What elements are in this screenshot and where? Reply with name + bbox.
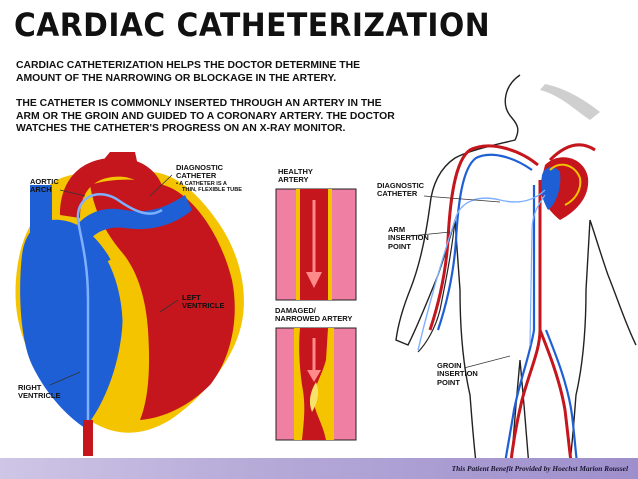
catheter-note-line-1: • A CATHETER IS A xyxy=(176,180,227,187)
heart-illustration xyxy=(15,152,244,456)
right-heart-blue xyxy=(20,219,123,428)
body-diag-cath-line-2: CATHETER xyxy=(377,189,418,199)
shoulder-shadow xyxy=(540,84,600,120)
arm-insertion-line-1: ARM xyxy=(388,225,406,234)
body-leader-lines xyxy=(409,195,511,369)
body-illustration xyxy=(395,74,637,479)
body-outline xyxy=(395,74,637,479)
damaged-artery-line-2: NARROWED ARTERY xyxy=(275,314,353,324)
catheter-note-line-2: THIN, FLEXIBLE TUBE xyxy=(182,187,242,194)
damaged-artery-line-1: DAMAGED/ xyxy=(275,306,316,315)
damaged-artery xyxy=(275,327,357,441)
groin-insertion-line-3: POINT xyxy=(437,377,460,387)
left-arm-outline xyxy=(417,219,456,353)
damaged-artery-label: DAMAGED/ NARROWED ARTERY xyxy=(275,306,353,324)
intro-paragraph: CARDIAC CATHETERIZATION HELPS THE DOCTOR… xyxy=(16,60,361,84)
body-diag-cath-line-1: DIAGNOSTIC xyxy=(377,181,425,190)
left-heart-red xyxy=(90,179,235,420)
groin-insertion-label: GROIN INSERTION POINT xyxy=(437,361,478,387)
aortic-arch-label: AORTIC ARCH xyxy=(30,177,59,195)
healthy-artery-label: HEALTHY ARTERY xyxy=(278,167,313,185)
vena-cava xyxy=(30,185,52,255)
healthy-artery-line-2: ARTERY xyxy=(278,175,309,185)
heart-diag-cath-line-1: DIAGNOSTIC xyxy=(176,163,224,172)
descending-vessel xyxy=(83,420,93,456)
body-diagnostic-catheter-label: DIAGNOSTIC CATHETER xyxy=(377,181,425,199)
heart-diag-cath-line-2: CATHETER xyxy=(176,171,217,181)
heart-diagnostic-catheter-label: DIAGNOSTIC CATHETER • A CATHETER IS A TH… xyxy=(176,163,242,194)
left-ventricle-line-1: LEFT xyxy=(182,293,201,302)
healthy-artery xyxy=(275,188,357,301)
healthy-artery-line-1: HEALTHY xyxy=(278,167,313,176)
groin-insertion-line-2: INSERTION xyxy=(437,369,478,379)
footer-bar: This Patient Benefit Provided by Hoechst… xyxy=(0,458,638,479)
groin-insertion-line-1: GROIN xyxy=(437,361,462,370)
septum xyxy=(107,258,128,371)
top-red-vessel xyxy=(95,152,140,175)
body-arteries xyxy=(428,143,596,471)
heart-catheter xyxy=(76,193,163,455)
arm-insertion-line-2: INSERTION xyxy=(388,233,429,243)
right-ventricle-label: RIGHT VENTRICLE xyxy=(18,383,61,401)
heart-leader-lines xyxy=(49,174,179,386)
arm-insertion-line-3: POINT xyxy=(388,241,411,251)
page-title: CARDIAC CATHETERIZATION xyxy=(14,6,491,44)
right-ventricle-line-1: RIGHT xyxy=(18,383,42,392)
pulmonary-artery xyxy=(68,195,192,250)
aortic-arch-label-line-1: AORTIC xyxy=(30,177,59,186)
left-ventricle-label: LEFT VENTRICLE xyxy=(182,293,225,311)
body-catheter xyxy=(417,189,546,351)
aortic-arch-label-line-2: ARCH xyxy=(30,185,52,195)
procedure-paragraph: THE CATHETER IS COMMONLY INSERTED THROUG… xyxy=(16,98,395,135)
sponsor-credit: This Patient Benefit Provided by Hoechst… xyxy=(451,464,628,473)
right-ventricle-line-2: VENTRICLE xyxy=(18,391,61,401)
left-ventricle-line-2: VENTRICLE xyxy=(182,301,225,311)
arm-insertion-label: ARM INSERTION POINT xyxy=(388,225,429,251)
